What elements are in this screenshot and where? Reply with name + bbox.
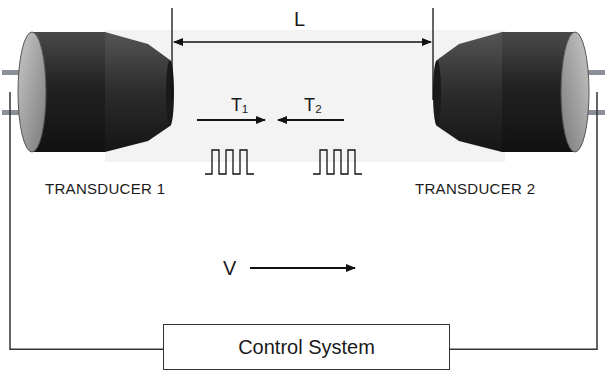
dimension-tick bbox=[432, 8, 433, 100]
flow-arrow bbox=[250, 267, 355, 269]
transducer-label: TRANSDUCER 1 bbox=[2, 25, 202, 197]
dimension-line bbox=[174, 41, 431, 42]
pulse-signal bbox=[205, 150, 254, 174]
part-name: TRANSDUCER 2 bbox=[415, 180, 605, 197]
signal-wire bbox=[450, 92, 597, 349]
direction-arrow bbox=[197, 119, 265, 121]
dimension-tick bbox=[171, 8, 172, 100]
transducer-symbol bbox=[433, 32, 605, 152]
velocity-label: V bbox=[223, 258, 236, 278]
control-box: Control System bbox=[163, 324, 450, 370]
time-label: T₁ bbox=[231, 96, 248, 114]
transducer-label: TRANSDUCER 2 bbox=[405, 25, 605, 197]
pulse-signal bbox=[313, 150, 362, 174]
dimension-label: L bbox=[294, 9, 305, 29]
box-title: Control System bbox=[238, 336, 375, 359]
signal-wire bbox=[10, 92, 163, 349]
direction-arrow bbox=[278, 119, 344, 121]
part-name: TRANSDUCER 1 bbox=[45, 180, 202, 197]
time-label: T₂ bbox=[304, 96, 322, 114]
background-band bbox=[105, 30, 505, 162]
transducer-symbol bbox=[2, 32, 174, 152]
